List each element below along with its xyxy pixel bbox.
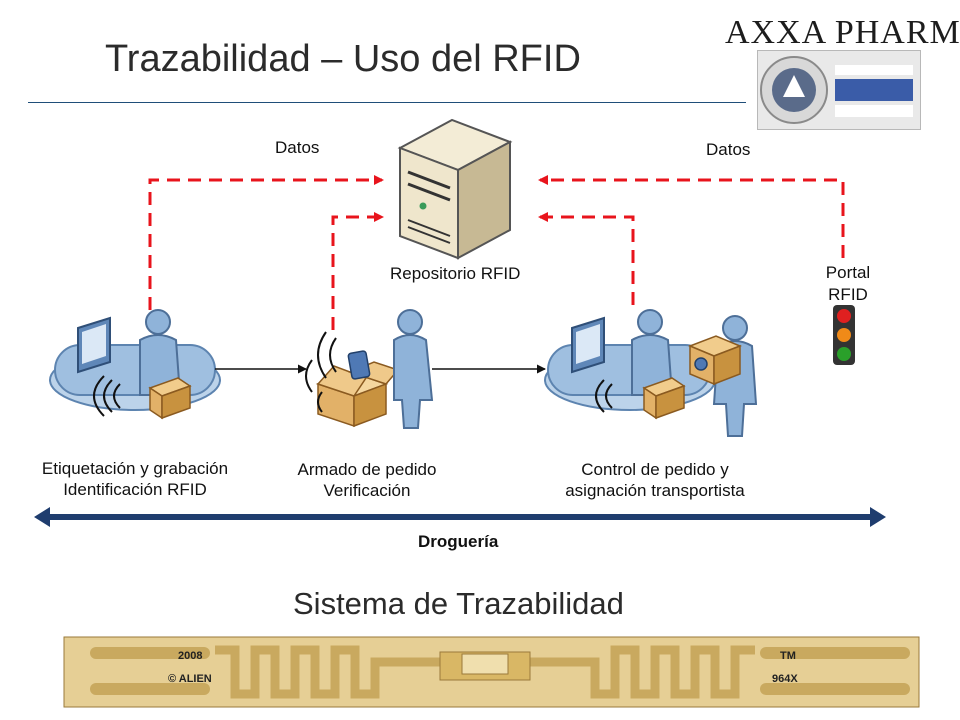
- drogueria-label: Droguería: [418, 532, 499, 551]
- server-icon: [397, 118, 513, 260]
- cert-seal-icon: [760, 56, 913, 124]
- data-arrow-outer-left: [148, 175, 384, 310]
- portal-label-line2: RFID: [828, 285, 868, 304]
- data-arrow-outer-right: [538, 175, 845, 258]
- step3-line1: Control de pedido y: [581, 460, 729, 479]
- data-arrow-inner-right: [538, 212, 635, 305]
- step3-label: Control de pedido y asignación transport…: [540, 459, 770, 501]
- subtitle: Sistema de Trazabilidad: [293, 586, 624, 621]
- packing-station: [305, 309, 434, 429]
- traffic-light-icon: [833, 305, 855, 365]
- step1-line1: Etiquetación y grabación: [41, 459, 229, 478]
- portal-label-line1: Portal: [825, 263, 871, 282]
- data-arrows: [148, 175, 845, 330]
- step3-line2: asignación transportista: [565, 481, 745, 500]
- title-divider: [28, 102, 746, 103]
- gear-icon: [694, 357, 708, 371]
- tag-tm: TM: [780, 650, 796, 662]
- tag-maker: © ALIEN: [168, 673, 212, 685]
- control-station: [544, 309, 758, 437]
- step2-line2: Verificación: [323, 481, 411, 500]
- drogueria-axis: [34, 507, 886, 527]
- step2-label: Armado de pedido Verificación: [282, 459, 452, 501]
- step1-line2: Identificación RFID: [63, 480, 207, 499]
- page-title: Trazabilidad – Uso del RFID: [105, 38, 581, 80]
- iso-cert-badge: [757, 50, 921, 130]
- tag-model: 964X: [772, 673, 798, 685]
- data-label-right: Datos: [706, 140, 751, 159]
- data-label-left: Datos: [275, 138, 320, 157]
- labeling-station: [49, 309, 221, 420]
- data-arrow-inner-left: [331, 212, 384, 330]
- tag-year: 2008: [178, 650, 203, 662]
- brand-logo: AXXA PHARMA: [725, 14, 960, 51]
- repository-label: Repositorio RFID: [390, 264, 521, 283]
- portal-label: Portal RFID: [818, 262, 878, 306]
- step1-label: Etiquetación y grabación Identificación …: [30, 458, 240, 500]
- rfid-tag-image: [63, 636, 920, 708]
- step2-line1: Armado de pedido: [297, 460, 437, 479]
